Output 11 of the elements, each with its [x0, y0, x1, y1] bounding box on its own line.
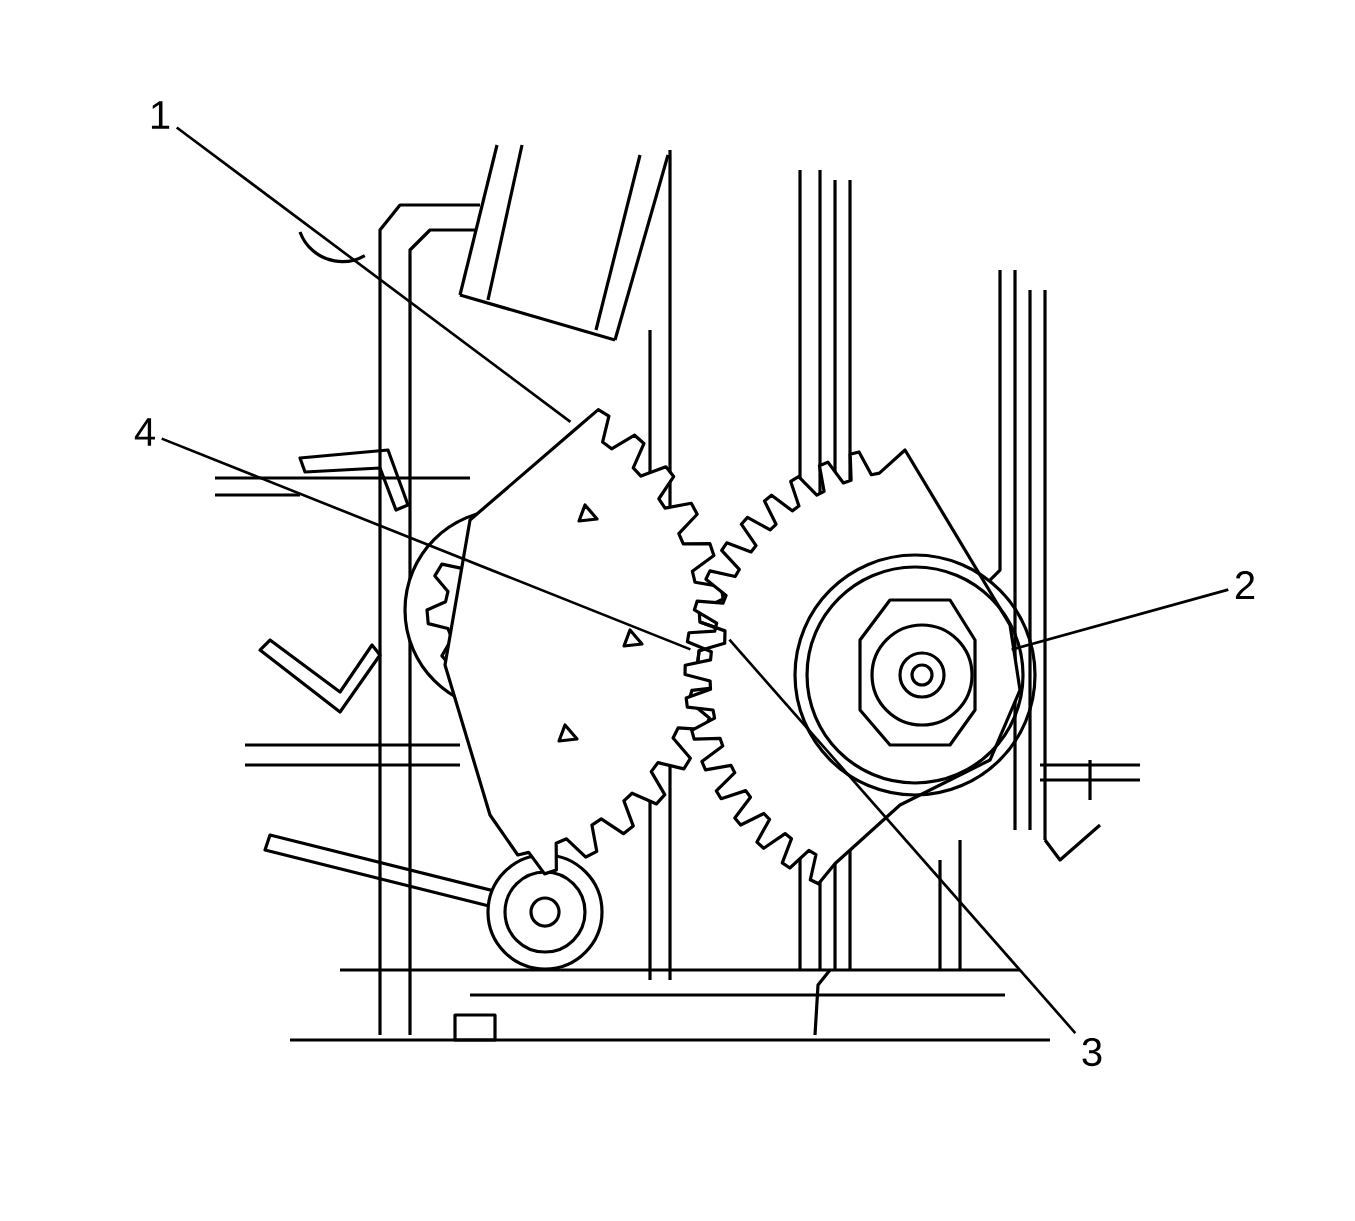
callout-number: 4 — [134, 418, 155, 446]
callout-number: 1 — [151, 101, 170, 129]
gear — [683, 448, 1022, 886]
callout-number: 2 — [1235, 571, 1255, 599]
leader-line — [1011, 588, 1229, 651]
gear-hub — [793, 553, 1037, 797]
leader-line — [728, 638, 1077, 1034]
callout-number: 3 — [1082, 1037, 1102, 1067]
leader-line — [175, 126, 572, 423]
gear-teeth — [696, 620, 727, 663]
leader-line — [161, 437, 691, 651]
